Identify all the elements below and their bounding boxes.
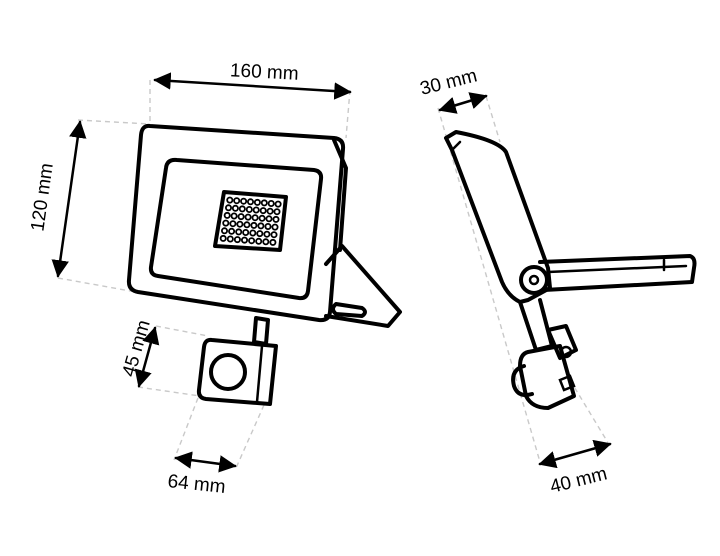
total-depth-label: 40 mm — [548, 463, 609, 497]
led-dot — [230, 212, 238, 220]
front-view: 160 mm 120 mm 45 mm 64 mm — [27, 60, 402, 498]
led-dot — [264, 222, 272, 230]
side-bracket-inner — [546, 264, 688, 274]
glass-panel — [148, 157, 324, 301]
guide-line — [173, 397, 199, 461]
width-dimension-arrow — [153, 72, 352, 100]
led-dot — [246, 198, 254, 206]
depth-label: 30 mm — [418, 65, 479, 99]
housing-side — [332, 138, 348, 252]
guide-line — [437, 107, 541, 463]
side-housing-edge — [450, 140, 462, 152]
led-dot — [229, 220, 237, 228]
led-dot — [253, 198, 261, 206]
led-dot — [231, 204, 239, 212]
side-bracket — [538, 254, 697, 292]
housing-frame — [126, 123, 346, 323]
led-dot — [219, 234, 227, 242]
led-chip — [213, 190, 288, 252]
led-dot — [259, 207, 267, 215]
led-dot — [226, 196, 234, 204]
pivot-inner — [528, 274, 540, 286]
led-dot — [240, 197, 248, 205]
led-dot — [244, 213, 252, 221]
led-dot — [258, 214, 266, 222]
side-pir-lens — [511, 364, 534, 397]
led-dot — [235, 228, 243, 236]
led-dot — [245, 205, 253, 213]
height-label: 120 mm — [27, 162, 57, 233]
sensor-arm — [252, 316, 270, 346]
led-dot — [248, 237, 256, 245]
motion-sensor-housing — [196, 337, 278, 406]
led-dot — [266, 207, 274, 215]
led-dot — [233, 197, 241, 205]
guide-line — [137, 386, 201, 397]
led-dot — [274, 200, 282, 208]
led-dot — [252, 206, 260, 214]
guide-line — [77, 119, 151, 125]
bracket-slot — [331, 302, 367, 318]
led-dot — [249, 229, 257, 237]
led-dot — [271, 223, 279, 231]
led-dot — [224, 204, 232, 212]
led-dot — [272, 215, 280, 223]
led-dot — [220, 227, 228, 235]
led-dot — [223, 211, 231, 219]
guide-line — [235, 404, 265, 469]
led-dot — [238, 205, 246, 213]
sensor-width-dimension-arrow — [174, 451, 237, 473]
led-dot — [260, 199, 268, 207]
guide-line — [569, 379, 611, 447]
led-dot — [237, 213, 245, 221]
sensor-side-edge — [255, 344, 264, 404]
pivot-outer — [519, 265, 549, 295]
led-chip-outline — [213, 190, 288, 252]
led-dot — [226, 235, 234, 243]
sensor-height-dimension-arrow — [134, 326, 160, 388]
led-dot — [251, 214, 259, 222]
guide-line — [485, 95, 501, 143]
led-dot — [243, 221, 251, 229]
led-dot — [263, 230, 271, 238]
led-dot — [233, 236, 241, 244]
led-dot — [273, 208, 281, 216]
led-dot — [257, 222, 265, 230]
side-sensor-arm — [518, 298, 554, 352]
led-dot — [265, 215, 273, 223]
pir-lens — [209, 353, 247, 391]
led-dot — [255, 237, 263, 245]
guide-line — [155, 325, 209, 337]
depth-dimension-arrow — [438, 92, 488, 114]
side-view: 30 mm 40 mm — [418, 65, 697, 498]
led-dot — [222, 219, 230, 227]
guide-line — [57, 277, 137, 293]
height-dimension-arrow — [51, 120, 87, 278]
width-label: 160 mm — [229, 60, 299, 85]
led-dot — [242, 228, 250, 236]
led-dot — [267, 199, 275, 207]
led-array — [219, 196, 282, 246]
led-dot — [250, 221, 258, 229]
led-dot — [262, 238, 270, 246]
led-dot — [256, 230, 264, 238]
guide-line — [345, 89, 351, 139]
sensor-width-label: 64 mm — [167, 471, 227, 498]
led-dot — [228, 227, 236, 235]
led-dot — [270, 231, 278, 239]
total-depth-dimension-arrow — [538, 439, 612, 469]
led-dot — [269, 238, 277, 246]
led-dot — [236, 220, 244, 228]
led-dot — [240, 236, 248, 244]
side-sensor-detail — [558, 374, 576, 392]
